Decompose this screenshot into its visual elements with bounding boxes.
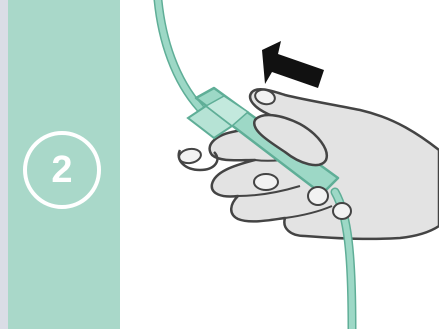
step-number: 2 [51, 151, 72, 189]
nail-ring [308, 187, 328, 205]
nail-little [333, 203, 351, 219]
left-edge-strip [0, 0, 8, 329]
arrow-up-left-icon [262, 41, 324, 88]
tube-upper [158, 0, 200, 108]
step-badge: 2 [23, 131, 101, 209]
hand-holding-tube-icon [120, 0, 439, 329]
nail-middle [254, 174, 278, 190]
